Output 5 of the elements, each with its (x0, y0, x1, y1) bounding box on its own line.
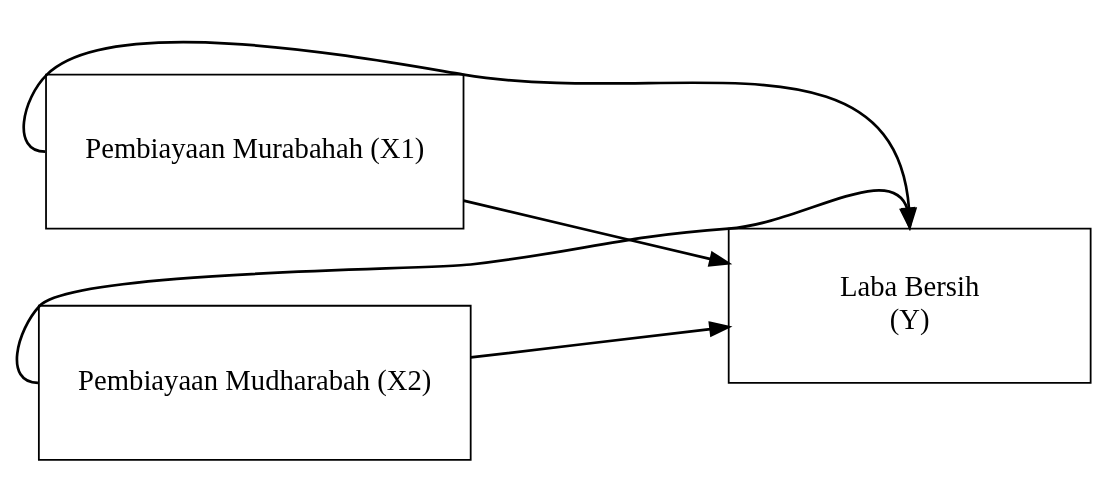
node-box: Pembiayaan Murabahah (X1) (45, 73, 465, 230)
arrow (463, 199, 733, 267)
arrow (470, 321, 733, 359)
node-box: Pembiayaan Mudharabah (X2) (37, 304, 472, 461)
node-box: Laba Bersih (Y) (727, 227, 1092, 384)
